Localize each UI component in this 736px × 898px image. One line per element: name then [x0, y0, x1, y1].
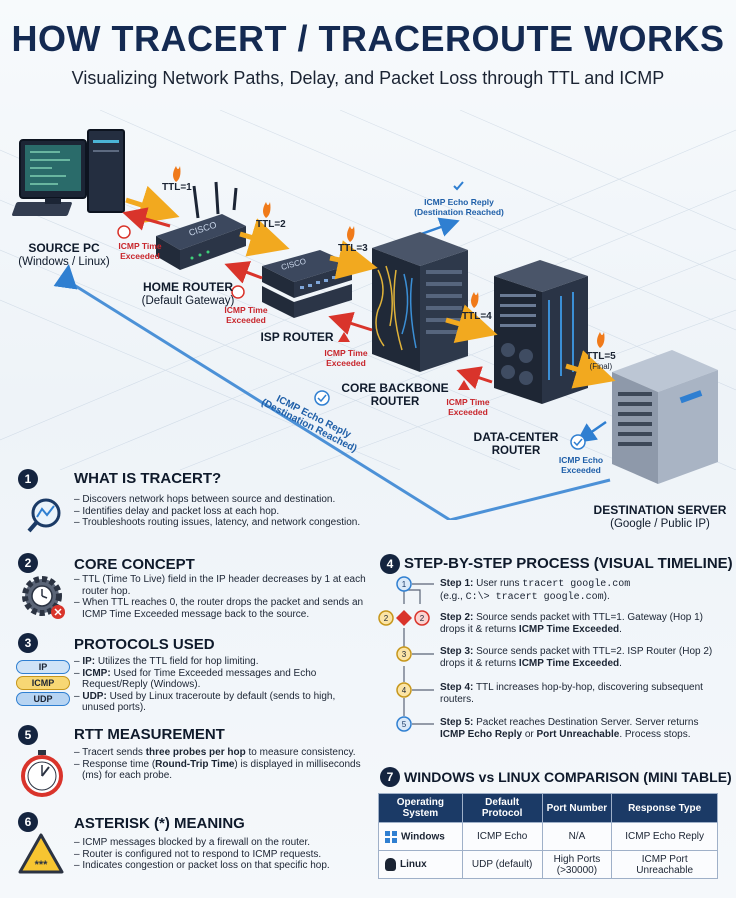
section-7-title: WINDOWS vs LINUX COMPARISON (MINI TABLE): [404, 769, 732, 785]
label-isp-router: ISP ROUTER: [260, 330, 334, 344]
table-header-cell: Operating System: [378, 793, 463, 823]
section-6-number: 6: [18, 812, 38, 832]
windows-icon: [385, 830, 397, 843]
table-cell: UDP (default): [461, 850, 543, 879]
icmp-time-exceeded-hop1: ICMP Time Exceeded: [118, 241, 162, 261]
os-comparison-table: Operating System Default Protocol Port N…: [378, 793, 718, 879]
svg-text:3: 3: [402, 650, 407, 659]
svg-text:1: 1: [402, 580, 407, 589]
ttl-5-label: TTL=5(Final): [586, 351, 616, 371]
section-5-number: 5: [18, 725, 38, 745]
table-cell: ICMP Echo Reply: [611, 822, 718, 851]
section-3-title: PROTOCOLS USED: [74, 636, 215, 653]
echo-reply-return-path: [65, 278, 611, 520]
stack-layer-udp: UDP: [16, 692, 70, 706]
label-source-pc: SOURCE PC(Windows / Linux): [18, 241, 110, 268]
ttl-3-label: TTL=3: [338, 243, 368, 254]
table-cell: High Ports (>30000): [541, 850, 613, 879]
section-4-number: 4: [380, 554, 400, 574]
icmp-echo-reply-top: ICMP Echo Reply(Destination Reached): [414, 197, 504, 217]
section-2-title: CORE CONCEPT: [74, 556, 195, 573]
section-7-number: 7: [380, 767, 400, 787]
section-1-bullets: – Discovers network hops between source …: [74, 494, 361, 528]
icmp-time-exceeded-hop2: ICMP Time Exceeded: [224, 305, 268, 325]
source-pc-icon: [12, 129, 125, 216]
table-cell: ICMP Echo: [461, 822, 543, 851]
ttl-1-label: TTL=1: [162, 182, 192, 193]
timeline-step-4: Step 4: TTL increases hop-by-hop, discov…: [440, 682, 703, 705]
timeline-step-3: Step 3: Source sends packet with TTL=2. …: [440, 646, 713, 669]
table-cell: N/A: [541, 822, 613, 851]
ttl-2-label: TTL=2: [256, 219, 286, 230]
table-header-row: Operating System Default Protocol Port N…: [378, 793, 718, 823]
table-row: Linux UDP (default) High Ports (>30000) …: [378, 850, 718, 879]
section-2-bullets: – TTL (Time To Live) field in the IP hea…: [74, 574, 366, 620]
label-destination-server: DESTINATION SERVER(Google / Public IP): [593, 503, 727, 530]
svg-text:2: 2: [420, 614, 425, 623]
stopwatch-icon: [21, 750, 63, 797]
linux-penguin-icon: [385, 858, 396, 871]
stack-layer-ip: IP: [16, 660, 70, 674]
network-path-diagram: CISCO CISCO: [12, 129, 718, 520]
table-cell: ICMP Port Unreachable: [611, 850, 718, 879]
page-title: HOW TRACERT / TRACEROUTE WORKS: [11, 18, 725, 59]
protocol-stack-icon: IP ICMP UDP: [16, 660, 70, 706]
home-router-icon: CISCO: [156, 181, 246, 270]
icmp-echo-exceeded-note: ICMP Echo Exceeded: [558, 455, 604, 475]
svg-text:4: 4: [402, 686, 407, 695]
page-subtitle: Visualizing Network Paths, Delay, and Pa…: [71, 68, 665, 88]
icmp-time-exceeded-hop4: ICMP Time Exceeded: [446, 397, 490, 417]
table-header-cell: Response Type: [611, 793, 718, 823]
table-header-cell: Port Number: [541, 793, 613, 823]
destination-server-icon: [612, 350, 718, 484]
timeline-step-5: Step 5: Packet reaches Destination Serve…: [440, 717, 699, 740]
gear-clock-icon: [22, 576, 65, 619]
section-3-number: 3: [18, 633, 38, 653]
icmp-time-exceeded-hop3: ICMP Time Exceeded: [324, 348, 368, 368]
section-5-bullets: – Tracert sends three probes per hop to …: [74, 747, 361, 781]
timeline-step-2: Step 2: Source sends packet with TTL=1. …: [440, 612, 703, 635]
svg-text:***: ***: [35, 859, 49, 871]
timeline-flowchart: 1 2 2 3 4 5: [378, 576, 434, 732]
label-home-router: HOME ROUTER(Default Gateway): [141, 280, 235, 307]
section-1-title: WHAT IS TRACERT?: [74, 470, 222, 487]
section-3-bullets: – IP: Utilizes the TTL field for hop lim…: [74, 656, 336, 713]
section-6-bullets: – ICMP messages blocked by a firewall on…: [74, 837, 330, 871]
section-1-number: 1: [18, 469, 38, 489]
warning-asterisk-icon: ***: [18, 833, 64, 874]
table-cell-os: Windows: [378, 822, 463, 851]
data-center-router-icon: [494, 260, 588, 404]
section-5-title: RTT MEASUREMENT: [74, 726, 225, 743]
section-6-title: ASTERISK (*) MEANING: [74, 815, 245, 832]
section-2-number: 2: [18, 553, 38, 573]
stack-layer-icmp: ICMP: [16, 676, 70, 690]
table-cell-os: Linux: [378, 850, 463, 879]
magnifier-graph-icon: [27, 498, 61, 533]
section-4-title: STEP-BY-STEP PROCESS (VISUAL TIMELINE): [404, 555, 733, 572]
core-backbone-router-icon: [372, 232, 468, 372]
timeline-step-1: Step 1: User runs tracert google.com (e.…: [440, 578, 631, 603]
ttl-4-label: TTL=4: [462, 311, 492, 322]
isp-router-icon: CISCO: [262, 250, 352, 318]
svg-text:2: 2: [384, 614, 389, 623]
svg-text:5: 5: [402, 720, 407, 729]
table-header-cell: Default Protocol: [461, 793, 543, 823]
table-row: Windows ICMP Echo N/A ICMP Echo Reply: [378, 822, 718, 851]
